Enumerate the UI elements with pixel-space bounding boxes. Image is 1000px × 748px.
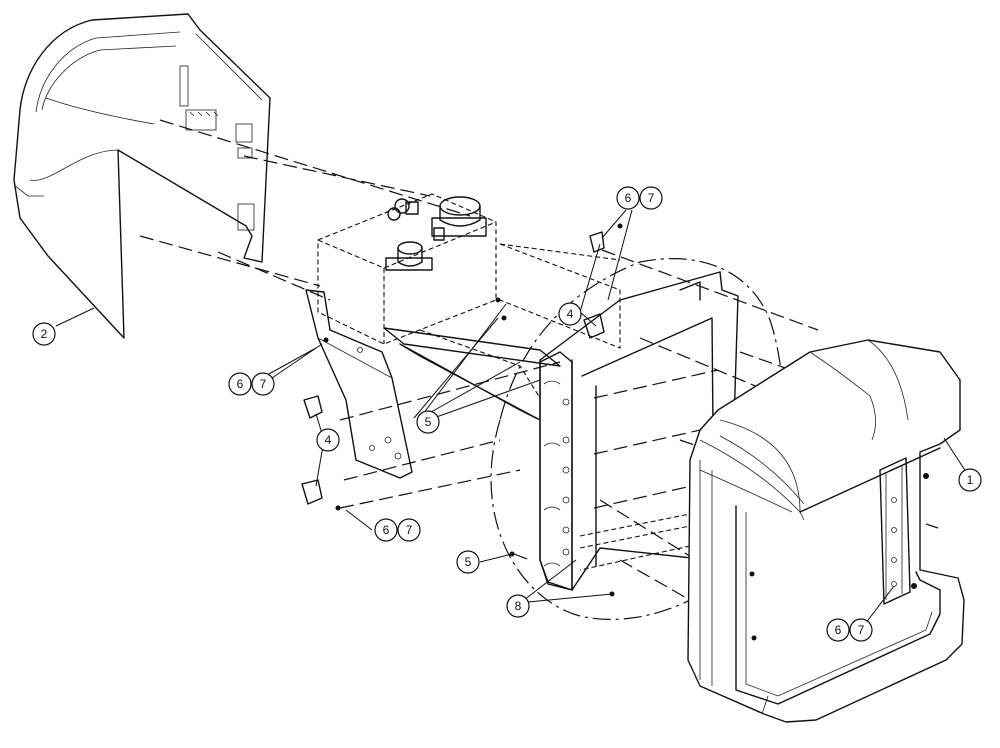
callout-7-left: 7 <box>251 372 275 396</box>
svg-text:6: 6 <box>237 377 244 391</box>
svg-text:7: 7 <box>858 623 865 637</box>
svg-text:6: 6 <box>835 623 842 637</box>
svg-text:2: 2 <box>41 327 48 341</box>
callout-leaders <box>55 209 971 629</box>
callout-6-left: 6 <box>228 372 252 396</box>
brackets-4 <box>301 231 605 505</box>
fasteners <box>323 223 623 597</box>
svg-text:7: 7 <box>260 377 267 391</box>
callout-1: 1 <box>958 468 982 492</box>
callout-5-center: 5 <box>416 410 440 434</box>
callout-5-lower: 5 <box>456 550 480 574</box>
part-2-rear-cover <box>13 13 271 339</box>
svg-text:6: 6 <box>383 523 390 537</box>
callout-6-right: 6 <box>826 618 850 642</box>
svg-text:5: 5 <box>465 555 472 569</box>
svg-text:7: 7 <box>648 191 655 205</box>
tank-fittings <box>385 196 487 271</box>
part-1-front-cover <box>687 339 965 723</box>
callout-2: 2 <box>32 322 56 346</box>
svg-text:6: 6 <box>625 191 632 205</box>
svg-text:8: 8 <box>515 599 522 613</box>
cover-hooks <box>179 65 255 231</box>
svg-text:4: 4 <box>567 307 574 321</box>
callout-7-top: 7 <box>639 186 663 210</box>
svg-text:4: 4 <box>325 433 332 447</box>
svg-text:5: 5 <box>425 415 432 429</box>
callout-7-lower-left: 7 <box>397 518 421 542</box>
svg-text:1: 1 <box>967 473 974 487</box>
reservoir-frame-assembly <box>305 193 739 591</box>
callout-6-top: 6 <box>616 186 640 210</box>
callout-7-right: 7 <box>849 618 873 642</box>
slotted-rail <box>539 351 573 591</box>
callout-6-lower-left: 6 <box>374 518 398 542</box>
callout-4-left: 4 <box>316 428 340 452</box>
callout-8: 8 <box>506 594 530 618</box>
svg-text:7: 7 <box>406 523 413 537</box>
callout-4-top: 4 <box>558 302 582 326</box>
